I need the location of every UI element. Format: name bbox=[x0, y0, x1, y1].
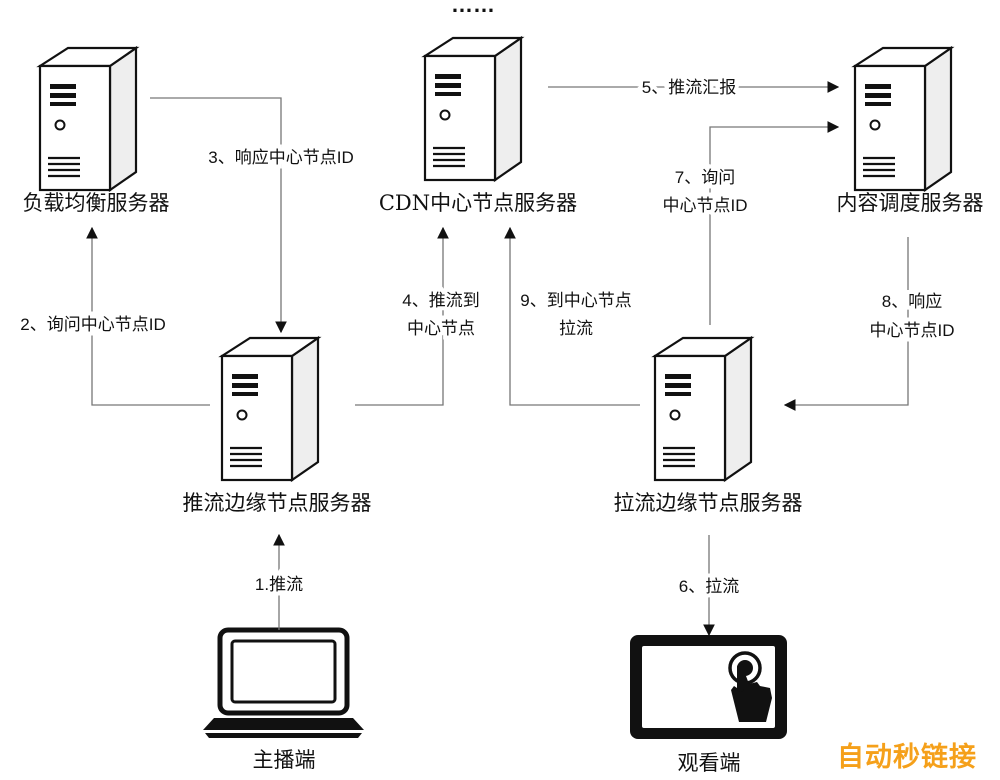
edge-9-label-line1-text: 9、到中心节点 bbox=[520, 291, 631, 310]
edge-4-label-line2-text: 中心节点 bbox=[407, 319, 475, 338]
edge-3-line bbox=[150, 97, 287, 334]
edge-7-line bbox=[709, 121, 840, 325]
edge-2-label-text: 2、询问中心节点ID bbox=[20, 315, 165, 334]
edge-6-label: 6、拉流 bbox=[679, 577, 739, 596]
cdn-center-label: CDN中心节点服务器 bbox=[379, 191, 577, 215]
edge-8-line bbox=[783, 237, 909, 411]
edge-9-label-line2: 拉流 bbox=[559, 319, 593, 338]
top-ellipsis: …… bbox=[451, 0, 495, 17]
edge-9-line bbox=[504, 226, 640, 406]
edge-6-label-text: 6、拉流 bbox=[679, 577, 739, 596]
load-balancer-server-icon bbox=[38, 46, 138, 192]
cdn-center-server-icon bbox=[423, 36, 523, 182]
broadcaster-label: 主播端 bbox=[253, 748, 316, 772]
edge-2-label: 2、询问中心节点ID bbox=[20, 315, 165, 334]
edge-8-label-line2-text: 中心节点ID bbox=[870, 321, 955, 340]
edge-4-label-line1-text: 4、推流到 bbox=[402, 291, 479, 310]
edge-4-label-line2: 中心节点 bbox=[407, 319, 475, 338]
edge-5-label-text: 5、推流汇报 bbox=[642, 78, 736, 97]
scheduler-label: 内容调度服务器 bbox=[837, 191, 984, 215]
edge-4-line bbox=[355, 226, 449, 406]
watermark-logo: 自动秒链接 bbox=[837, 741, 977, 773]
edge-1-label-text: 1.推流 bbox=[255, 575, 303, 594]
edge-3-label: 3、响应中心节点ID bbox=[208, 148, 353, 167]
push-edge-server-icon bbox=[220, 336, 320, 482]
edge-3-label-text: 3、响应中心节点ID bbox=[208, 148, 353, 167]
viewer-label: 观看端 bbox=[678, 751, 741, 775]
edge-8-label-line2: 中心节点ID bbox=[870, 321, 955, 340]
edge-1-label: 1.推流 bbox=[255, 575, 303, 594]
tablet-touch-icon bbox=[630, 635, 787, 739]
edge-7-label-line1: 7、询问 bbox=[675, 168, 735, 187]
edge-8-label-line1-text: 8、响应 bbox=[882, 292, 942, 311]
edge-9-label-line1: 9、到中心节点 bbox=[520, 291, 631, 310]
edge-5-label: 5、推流汇报 bbox=[642, 78, 736, 97]
edge-7-label-line2: 中心节点ID bbox=[663, 196, 748, 215]
pull-edge-server-icon bbox=[653, 336, 753, 482]
pull-edge-label: 拉流边缘节点服务器 bbox=[614, 491, 803, 515]
edge-7-label-line2-text: 中心节点ID bbox=[663, 196, 748, 215]
edge-4-label-line1: 4、推流到 bbox=[402, 291, 479, 310]
laptop-icon bbox=[203, 627, 364, 738]
edge-8-label-line1: 8、响应 bbox=[882, 292, 942, 311]
load-balancer-label: 负载均衡服务器 bbox=[23, 191, 170, 215]
push-edge-label: 推流边缘节点服务器 bbox=[183, 491, 372, 515]
edge-7-label-line1-text: 7、询问 bbox=[675, 168, 735, 187]
scheduler-server-icon bbox=[853, 46, 953, 192]
edge-2-line bbox=[86, 226, 210, 406]
